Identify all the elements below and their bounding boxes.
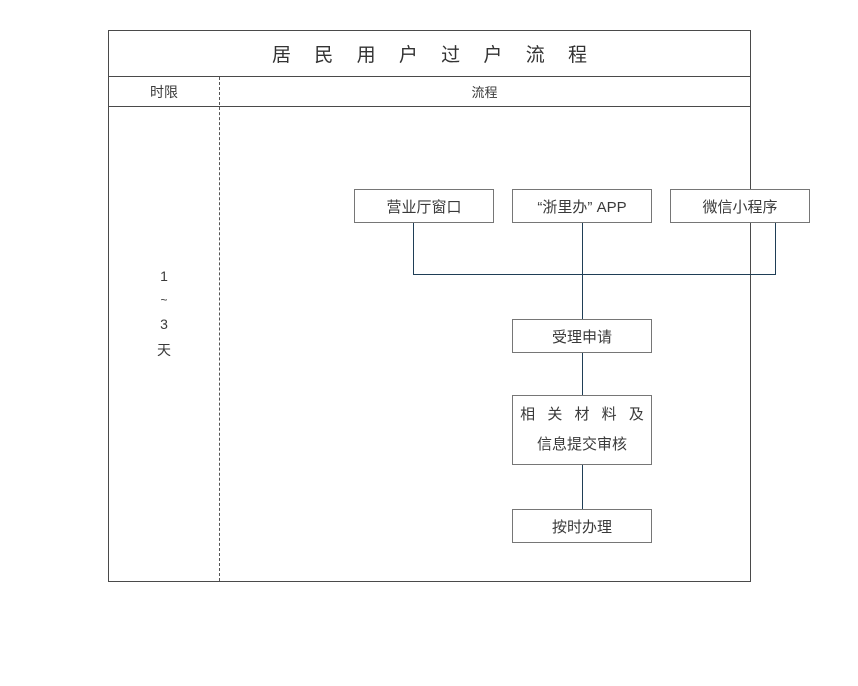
time-limit-max: 3 (160, 316, 168, 332)
time-limit-separator: ~ (160, 293, 168, 307)
connector-window-drop (413, 223, 415, 275)
column-divider (219, 77, 220, 581)
table-header-row: 时限 流程 (109, 77, 750, 107)
node-label: 按时办理 (551, 518, 612, 536)
node-label: 营业厅窗口 (386, 198, 462, 216)
node-label: 受理申请 (551, 328, 612, 346)
node-label: “浙里办” APP (537, 198, 627, 216)
node-service-hall-window[interactable]: 营业厅窗口 (354, 189, 494, 223)
flow-diagram: 营业厅窗口 “浙里办” APP 微信小程序 受理申请 相 关 材 料 及 信息提… (219, 107, 810, 581)
column-header-flow: 流程 (471, 85, 498, 100)
node-process-on-time[interactable]: 按时办理 (512, 509, 652, 543)
node-submit-materials-review[interactable]: 相 关 材 料 及 信息提交审核 (512, 395, 652, 465)
node-accept-application[interactable]: 受理申请 (512, 319, 652, 353)
column-header-time-limit: 时限 (150, 83, 178, 100)
time-limit-min: 1 (160, 268, 168, 284)
connector-miniprogram-drop (775, 223, 777, 275)
time-limit-unit: 天 (157, 342, 171, 358)
table-title-row: 居 民 用 户 过 户 流 程 (109, 31, 750, 77)
connector-submit-to-ontime (582, 465, 584, 509)
connector-accept-to-submit (582, 353, 584, 395)
connector-app-drop (582, 223, 584, 275)
node-label: 微信小程序 (702, 198, 778, 216)
node-label-line1: 相 关 材 料 及 (520, 406, 648, 423)
time-limit-cell: 1 ~ 3 天 (109, 107, 219, 581)
flow-table: 居 民 用 户 过 户 流 程 时限 流程 1 ~ 3 天 营业厅窗口 “浙里办… (108, 30, 810, 582)
node-wechat-mini-program[interactable]: 微信小程序 (670, 189, 810, 223)
page-title: 居 民 用 户 过 户 流 程 (272, 45, 596, 66)
node-zhelian-app[interactable]: “浙里办” APP (512, 189, 652, 223)
node-label-line2: 信息提交审核 (536, 436, 627, 453)
connector-merge-bar (413, 274, 776, 276)
connector-merge-to-accept (582, 274, 584, 319)
